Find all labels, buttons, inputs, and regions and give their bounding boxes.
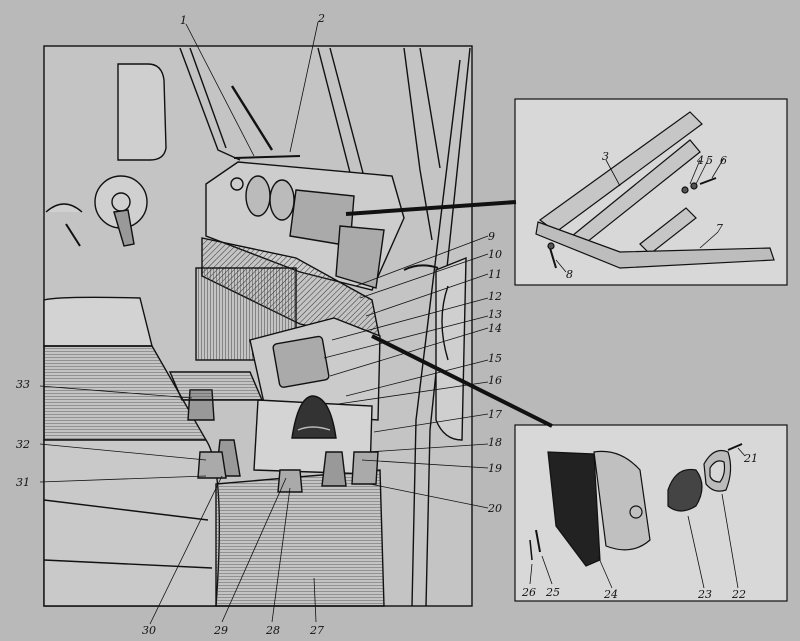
part-7 [535, 221, 775, 269]
glovebox [335, 225, 385, 289]
label-3: 3 [602, 150, 609, 163]
label-23-inset: 23 [697, 588, 712, 601]
label-20: 20 [487, 502, 502, 515]
label-9: 9 [488, 230, 495, 243]
windshield-divider [317, 47, 357, 197]
connector-lines [345, 200, 553, 428]
pedal-right [321, 451, 347, 487]
leader-lines [39, 21, 746, 625]
inset-top [514, 98, 788, 286]
label-32: 32 [16, 438, 30, 451]
seat-back [43, 296, 153, 347]
hatch-plate [272, 335, 330, 388]
label-18: 18 [488, 436, 502, 449]
seat-base [43, 439, 221, 607]
label-14: 14 [488, 322, 502, 335]
label-24: 24 [603, 588, 618, 601]
label-11: 11 [488, 268, 502, 281]
label-6: 6 [720, 154, 727, 167]
part-24 [547, 451, 601, 567]
label-22: 22 [731, 588, 746, 601]
label-12: 12 [488, 290, 502, 303]
left-cover [45, 203, 83, 213]
label-17: 17 [488, 408, 502, 421]
label-1: 1 [180, 14, 187, 27]
label-30: 30 [142, 624, 156, 637]
gauge-2 [269, 179, 295, 221]
part-21 [727, 443, 743, 451]
label-27: 27 [309, 624, 324, 637]
label-28: 28 [265, 624, 280, 637]
label-19: 19 [488, 462, 502, 475]
label-26: 26 [521, 586, 536, 599]
part-26 [529, 539, 533, 561]
label-25: 25 [545, 586, 560, 599]
label-2: 2 [317, 12, 325, 25]
label-8: 8 [566, 268, 573, 281]
label-5: 5 [706, 154, 713, 167]
inset-bottom [514, 424, 788, 602]
door-edge [425, 47, 471, 607]
part-6 [699, 177, 717, 185]
cover-plate [593, 450, 651, 551]
label-10: 10 [488, 248, 502, 261]
label-31: 31 [16, 476, 30, 489]
a-pillar [179, 47, 241, 161]
label-13: 13 [488, 308, 502, 321]
label-29: 29 [213, 624, 228, 637]
part-25 [535, 529, 541, 553]
part-23 [667, 468, 703, 512]
part-8 [549, 247, 557, 269]
gear-boot [291, 395, 337, 439]
gauge-1 [245, 175, 271, 217]
door-panel [435, 256, 467, 441]
door-pillar [403, 47, 433, 241]
label-33: 33 [16, 378, 30, 391]
label-21: 21 [743, 452, 758, 465]
cab-drawing [43, 45, 473, 607]
gauge-small [230, 177, 244, 191]
label-15: 15 [488, 352, 502, 365]
wiper [230, 85, 274, 151]
label-7: 7 [716, 222, 723, 235]
label-4: 4 [696, 154, 704, 167]
callout-labels: 1 2 3 4 5 6 7 8 9 10 11 12 13 14 15 16 1… [16, 12, 758, 637]
rear-window [117, 63, 167, 161]
label-16: 16 [488, 374, 502, 387]
